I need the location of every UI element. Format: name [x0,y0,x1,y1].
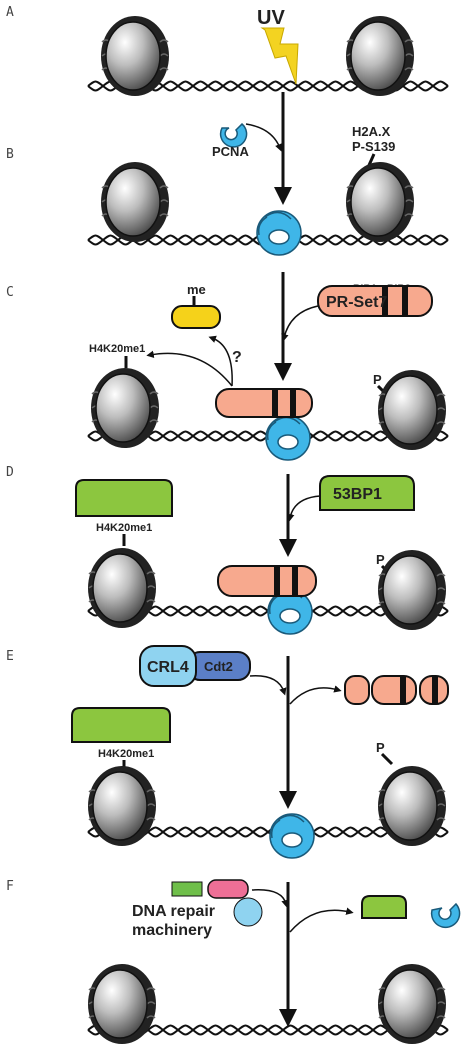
pip2-box [290,389,296,417]
nucleosome-icon [87,765,157,847]
arrow-icon [249,675,287,696]
h4k20me1-label-c: H4K20me1 [89,343,145,355]
pip2-box [402,286,408,316]
bp53-protein [319,475,415,511]
repair-factor-pink [207,879,249,899]
nucleosome-icon [100,161,170,243]
nucleosome-icon [87,547,157,629]
crl4-protein [139,645,197,687]
bp53-reader-e [71,707,171,743]
pcna-ring-icon [265,415,311,461]
h4k20me1-label-d: H4K20me1 [96,522,152,534]
pcna-label: PCNA [212,144,249,159]
nucleosome-icon [345,15,415,97]
pcna-released-icon [430,902,461,929]
bp53-label: 53BP1 [333,486,382,503]
panel-label-b: B [6,147,14,162]
nucleosome-icon [345,161,415,243]
pcna-free-icon [219,122,248,148]
h2ax-label-line2: P-S139 [352,139,395,154]
nucleosome-icon [90,367,160,449]
nucleosome-icon [377,549,447,631]
pip2-box [432,676,438,704]
arrow-icon [146,350,233,387]
panel-label-f: F [6,879,14,894]
arrow-icon [245,123,283,152]
bp53-released [361,895,407,919]
pip1-box [272,389,278,417]
panel-label-c: C [6,285,14,300]
h2ax-label-line1: H2A.X [352,124,391,139]
pr-set7-label: PR-Set7 [326,294,387,311]
nucleosome-icon [100,15,170,97]
pr-set7-fragment [344,675,370,705]
me-label: me [187,282,206,297]
panel-label-e: E [6,649,14,664]
phospho-label-d: P [376,552,385,567]
arrow-icon [251,889,289,908]
nucleosome-icon [87,963,157,1045]
phospho-label-c: P [373,372,382,387]
lightning-bolt-icon [260,27,299,85]
pcna-ring-icon [256,210,302,256]
pcna-ring-icon [269,813,315,859]
pr-set7-bound [215,388,313,418]
dna-repair-label-line2: machinery [132,922,212,939]
me-tag [171,305,221,329]
nucleosome-icon [377,369,447,451]
arrow-icon [281,305,319,342]
repair-factor-blue [233,897,263,927]
pip1-box [400,676,406,704]
arrow-icon [287,495,321,522]
h4k20me1-label-e: H4K20me1 [98,748,154,760]
pr-set7-fragment [371,675,417,705]
arrow-icon [208,335,233,387]
crl4-label: CRL4 [147,659,189,676]
question-mark: ? [232,349,242,366]
nucleosome-icon [377,963,447,1045]
pip2-box [292,566,298,596]
bp53-reader-d [75,479,173,517]
panel-label-a: A [6,5,14,20]
dna-repair-label-line1: DNA repair [132,903,215,920]
phospho-label-e: P [376,740,385,755]
uv-label: UV [257,7,285,29]
panel-label-d: D [6,465,14,480]
nucleosome-icon [377,765,447,847]
pip1-box [382,286,388,316]
phospho-tail-e [380,752,394,766]
arrow-icon [289,685,342,705]
cdt2-label: Cdt2 [204,659,233,674]
repair-factor-green [171,881,203,897]
pip1-box [274,566,280,596]
pr-set7-bound [217,565,317,597]
arrow-icon [289,907,354,933]
